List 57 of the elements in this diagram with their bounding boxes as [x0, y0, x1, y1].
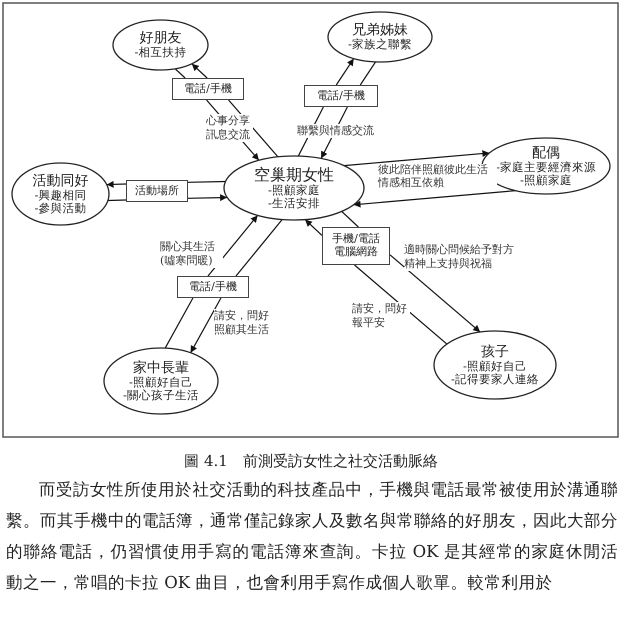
connector-line [108, 199, 126, 202]
node-note: -生活安排 [268, 197, 320, 210]
node-note: -照顧好自己 [463, 360, 527, 373]
arrow [336, 58, 354, 86]
node-note: -興趣相同 [34, 188, 86, 202]
connector-line [360, 62, 376, 86]
person-ellipse [434, 331, 556, 399]
connector-line [188, 180, 226, 183]
node-title: 活動同好 [32, 172, 88, 189]
channel-box [322, 227, 390, 265]
arrow [390, 254, 481, 332]
node-title: 配偶 [532, 144, 560, 161]
node-title: 孩子 [481, 344, 509, 360]
channel-label: 電話/手機 [317, 90, 365, 102]
arrow [344, 150, 490, 166]
node-title: 兄弟姊妹 [352, 22, 408, 38]
node-note: -相互扶持 [134, 46, 186, 60]
edge-label: 關心其生活(噓寒問暖) [160, 240, 223, 268]
channel-box [304, 85, 378, 107]
person-ellipse [224, 156, 364, 220]
channel-label: 電話/手機 [184, 82, 232, 96]
person-ellipse [328, 12, 432, 62]
node-note: -記得要家人連絡 [451, 373, 539, 386]
arrow [304, 219, 322, 236]
channel-label: 電話/手機 [189, 280, 237, 294]
figure-caption: 圖 4.1 前測受訪女性之社交活動脈絡 [183, 452, 439, 471]
connector-line [354, 264, 448, 345]
connector-line [174, 68, 186, 78]
node-note: -照顧好自己 [129, 376, 193, 389]
edge-label: 心事分享訊息交流 [206, 114, 254, 142]
person-ellipse [104, 348, 218, 414]
node-note: -照顧家庭 [268, 184, 320, 198]
node-note: -照顧家庭 [520, 174, 572, 188]
node-title: 空巢期女性 [254, 166, 334, 184]
arrow [106, 180, 126, 188]
arrow [191, 63, 208, 78]
node-note: -關心孩子生活 [123, 389, 199, 402]
person-ellipse [12, 163, 109, 225]
connector-line [236, 219, 283, 276]
edge-label: 請安，問好報平安 [352, 302, 410, 330]
connector-line [341, 210, 359, 228]
arrow [188, 194, 228, 202]
person-ellipse [113, 20, 208, 70]
channel-label: 手機/電話電腦網路 [331, 233, 381, 259]
node-title: 好朋友 [140, 30, 182, 46]
channel-box [126, 180, 188, 202]
connector-line [164, 298, 194, 348]
body-paragraph: 而受訪女性所使用於社交活動的科技產品中，手機與電話最常被使用於溝通聯繫。而其手機中的電話簿，通常僅記錄家人及數名與常聯絡的好朋友，因此大部分的聯絡電話，仍習慣使用手寫的電話簿來查詢。卡拉 OK 是其經常的家庭休閒活動之一，常唱的卡拉 OK 曲目，也會利用手寫作成個人歌單。較常利用於 [6, 479, 618, 594]
arrow [190, 298, 222, 354]
node-title: 家中長輩 [133, 360, 189, 376]
node-note: -參與活動 [34, 202, 86, 216]
node-note: -家族之聯繫 [348, 38, 412, 52]
edge-label: 彼此陪伴照顧彼此生活情感相互依賴 [378, 164, 497, 190]
channel-box [177, 276, 249, 298]
channel-box [172, 78, 244, 100]
channel-label: 活動場所 [135, 184, 179, 198]
arrow [354, 190, 516, 208]
